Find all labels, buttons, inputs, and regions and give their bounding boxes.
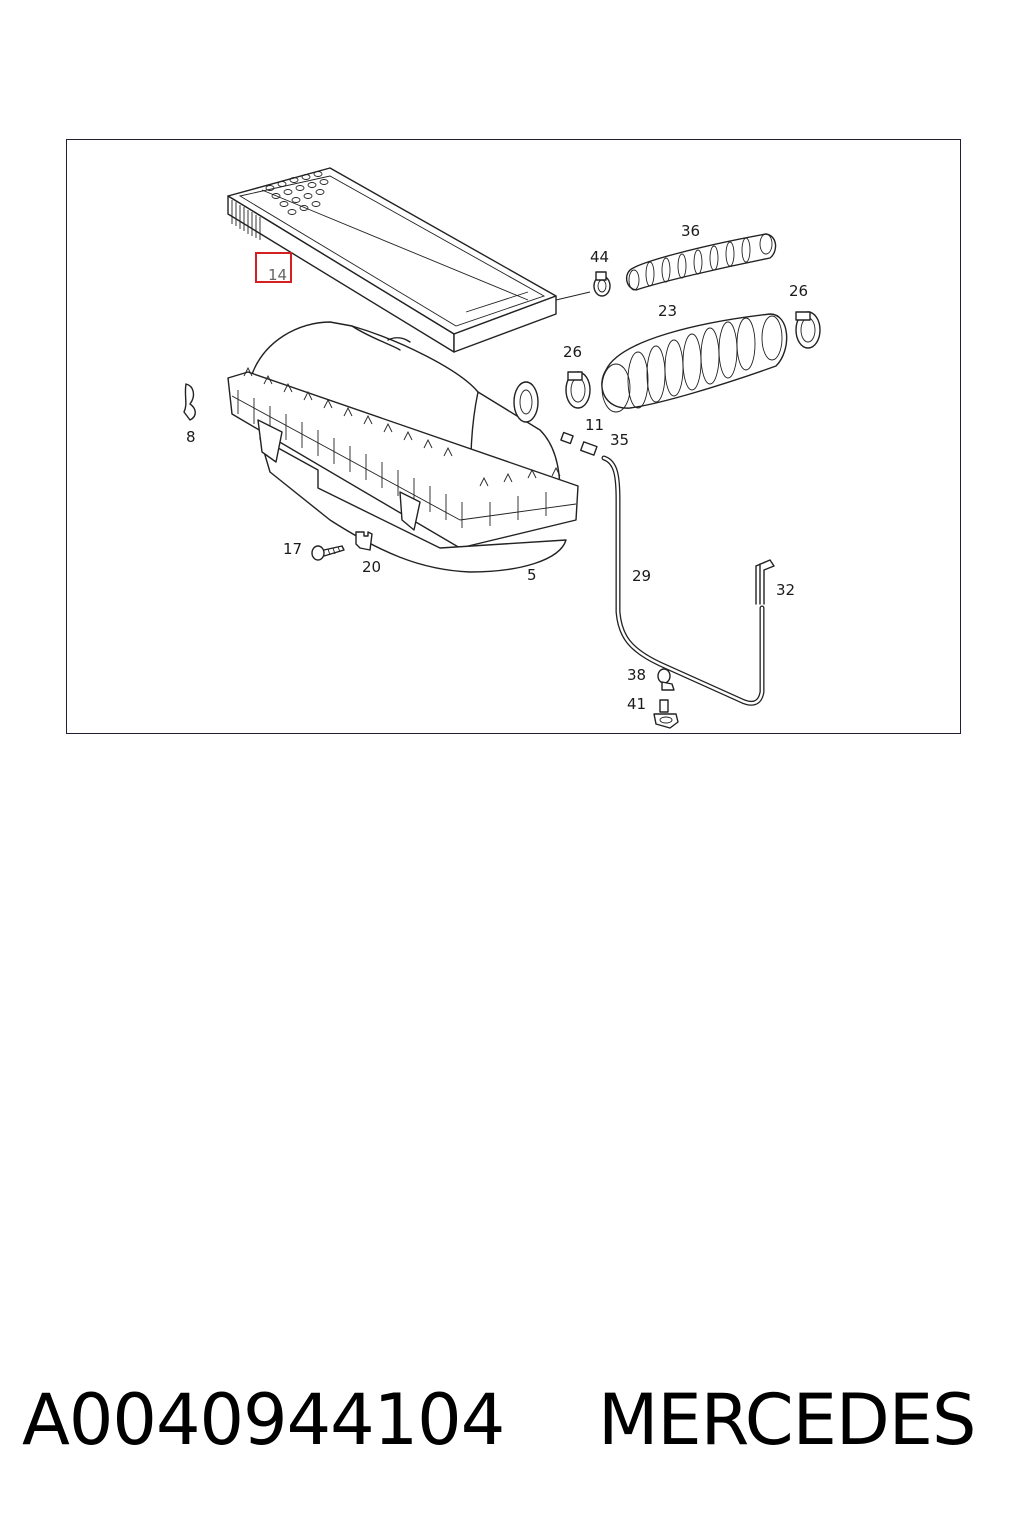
air-filter-housing xyxy=(227,321,579,573)
callout-5: 5 xyxy=(527,566,537,584)
clip-8 xyxy=(183,383,196,421)
callout-32: 32 xyxy=(776,581,795,599)
callout-8: 8 xyxy=(186,428,196,446)
air-filter-element xyxy=(227,167,591,353)
callout-29: 29 xyxy=(632,567,651,585)
callout-44: 44 xyxy=(590,248,609,266)
clamp-26-right xyxy=(795,311,821,349)
hose-36 xyxy=(625,233,777,291)
connector-38 xyxy=(657,668,675,691)
caption-bar: A0040944104 MERCEDES xyxy=(0,1372,1024,1472)
grommet-35 xyxy=(580,441,598,456)
screw-17 xyxy=(311,545,345,561)
callout-20: 20 xyxy=(362,558,381,576)
nut-20 xyxy=(355,531,373,551)
bracket-32 xyxy=(755,559,775,605)
callout-17: 17 xyxy=(283,540,302,558)
callout-26-left: 26 xyxy=(563,343,582,361)
highlight-box-14 xyxy=(255,252,292,283)
callout-23: 23 xyxy=(658,302,677,320)
clamp-26-left xyxy=(565,371,591,409)
callout-14: 14 xyxy=(268,266,287,284)
callout-11: 11 xyxy=(585,416,604,434)
bellows-23 xyxy=(601,313,788,413)
callout-36: 36 xyxy=(681,222,700,240)
callout-26-right: 26 xyxy=(789,282,808,300)
callout-35: 35 xyxy=(610,431,629,449)
connector-41 xyxy=(653,699,679,729)
brand-name: MERCEDES xyxy=(598,1379,976,1461)
parts-diagram: 14 44 36 26 23 26 8 11 35 17 20 5 29 32 … xyxy=(183,167,821,729)
grommet-11 xyxy=(560,431,574,445)
clamp-44 xyxy=(593,271,611,297)
diagram-frame xyxy=(66,139,961,734)
callout-41: 41 xyxy=(627,695,646,713)
callout-38: 38 xyxy=(627,666,646,684)
part-number: A0040944104 xyxy=(22,1379,505,1461)
